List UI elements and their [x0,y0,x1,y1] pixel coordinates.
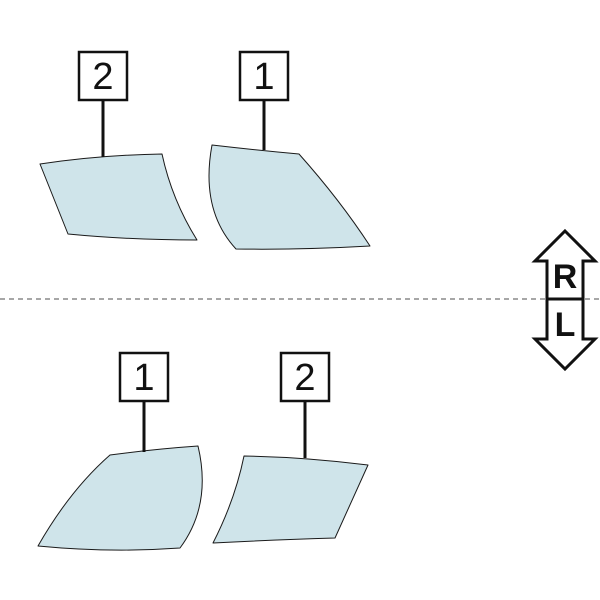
lower-label-box-1 [118,351,170,403]
upper-label-1: 1 [253,56,274,98]
lower-label-1: 1 [133,357,154,399]
lower-label-2: 2 [294,357,315,399]
side-label-left: L [555,306,576,344]
lower-label-box-2 [279,351,331,403]
upper-panel-2 [39,153,198,241]
lower-panel-1 [37,445,203,551]
side-indicator: R L [531,228,599,372]
upper-panel-1 [208,144,371,250]
upper-label-box-1 [238,50,290,102]
side-label-right: R [553,258,578,296]
lower-panel-2 [212,455,369,544]
upper-label-2: 2 [92,56,113,98]
upper-label-box-2 [77,50,129,102]
